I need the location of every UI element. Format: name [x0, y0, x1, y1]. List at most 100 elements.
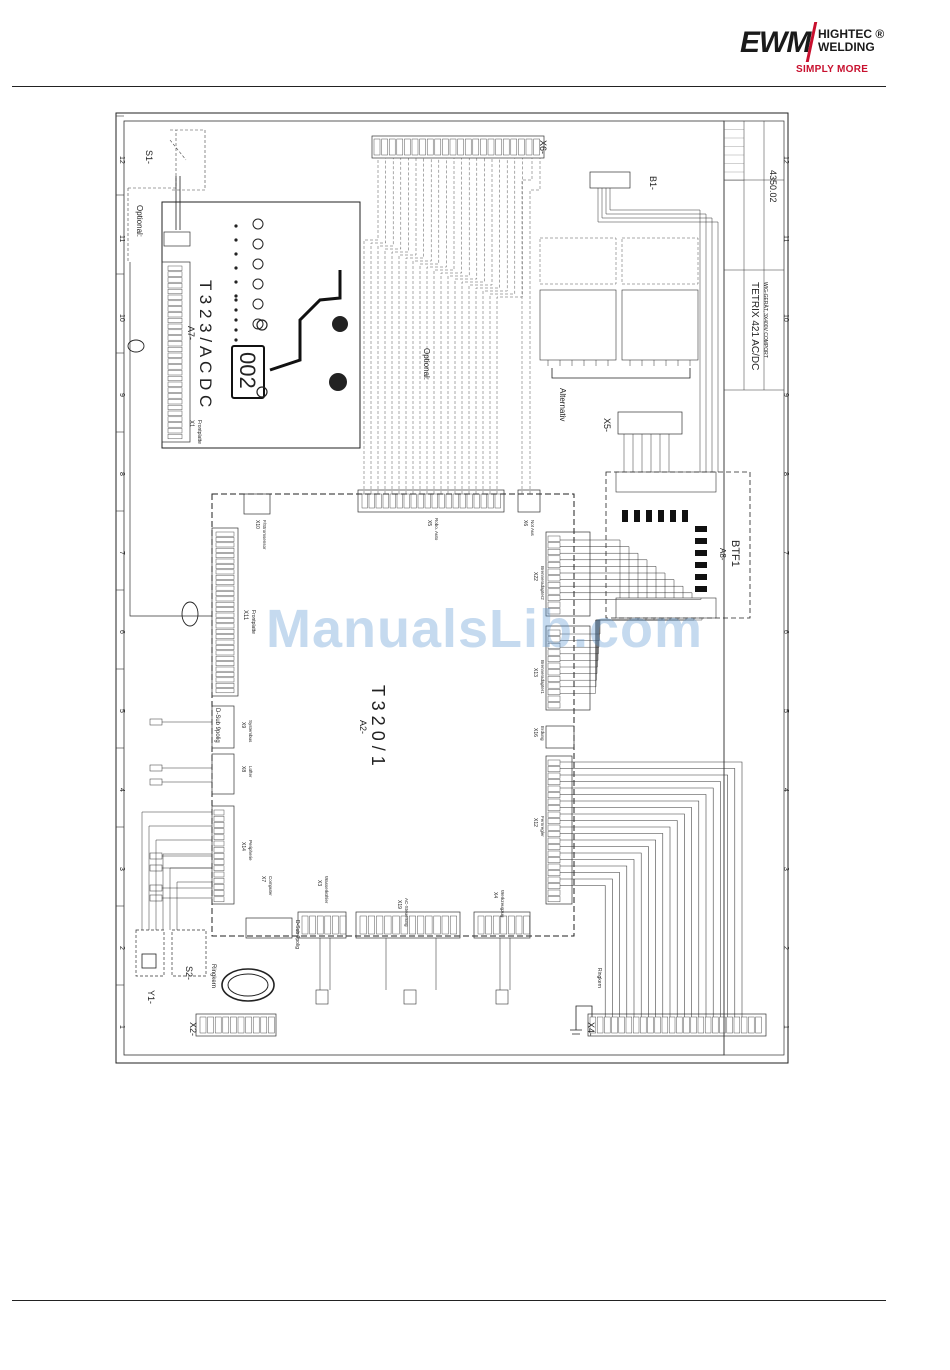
product-title: TETRIX 421 AC/DC [749, 282, 760, 370]
grid-number: 1 [118, 1025, 125, 1029]
b1-label: B1- [648, 176, 658, 190]
x7-label: X7 [260, 876, 266, 882]
ringkern-a8-label: Ringkern [596, 968, 602, 988]
bottom-left-components: Ringkern X2- Y1- S2- Ringkern X4- [135, 929, 767, 1037]
x6-label: X6- [538, 140, 548, 154]
grid-number: 2 [782, 946, 789, 950]
outer-frame [115, 112, 789, 1064]
x12-label: X12 [532, 818, 538, 827]
x6c-label: X6 [522, 520, 528, 526]
grid-number: 11 [118, 235, 125, 242]
grid-number: 8 [782, 472, 789, 476]
header-rule [12, 86, 886, 87]
x10-label: X10 [254, 520, 260, 529]
grid-number: 11 [782, 235, 789, 242]
x8-label: X8 [240, 766, 246, 772]
x1-label: X1 [188, 420, 194, 428]
x4c-label: X4 [492, 892, 498, 898]
x19-sub: AC-Steuerung [404, 898, 409, 927]
x9-dsub: D-Sub 9polig [214, 708, 220, 743]
optional-switch-s1: Optional: S1- [127, 129, 206, 262]
x1-sub: Frontplatte [196, 420, 202, 444]
x11-label: X11 [242, 610, 248, 621]
title-block: 4350.02 TETRIX 421 AC/DC WIG-GERÄT, 3X40… [723, 120, 785, 1056]
grid-number: 10 [118, 314, 125, 322]
main-board-a2: A2- T 3 2 0 / 1 X11 Frontplatte X10 F/St… [199, 138, 762, 1034]
alternativ-label: Alternativ [558, 388, 567, 421]
s1-label: S1- [144, 150, 154, 164]
s2-label: S2- [184, 966, 194, 980]
optional-wiring [363, 158, 541, 494]
x3-sub: Wasserkühler [324, 876, 329, 904]
grid-number: 4 [782, 788, 789, 792]
logo-brand: EWM [740, 26, 811, 59]
grid-number: 4 [118, 788, 125, 792]
x16-label: X16 [532, 728, 538, 737]
signal-wires [127, 188, 743, 1035]
front-panel-a7: 002 A7- T 3 2 3 / A C D C X1 Frontplatte [161, 201, 361, 449]
grid-number: 5 [118, 709, 125, 713]
drawing-number: 4350.02 [768, 170, 778, 203]
grid-number: 3 [118, 867, 125, 871]
y1-label: Y1- [146, 990, 156, 1004]
grid-number: 9 [118, 393, 125, 397]
grid-number: 7 [782, 551, 789, 555]
x5c-label: X5 [426, 520, 432, 526]
x14-label: X14 [240, 842, 246, 851]
alternativ-blocks: Alternativ X5- B1- [539, 171, 699, 435]
grid-number: 7 [118, 551, 125, 555]
optional-top-label: Optional: [135, 205, 144, 237]
x13-sub: Brenneradapter1 [540, 660, 545, 694]
a7-display: 002 [235, 352, 260, 389]
grid-number: 12 [118, 156, 125, 164]
x8-sub: Lüfter [248, 766, 253, 778]
grid-number: 5 [782, 709, 789, 713]
x4c-sub: Werkzeugzug [500, 890, 505, 918]
x10-sub: F/Stromsensor [262, 520, 267, 550]
grid-number: 9 [782, 393, 789, 397]
grid-number: 12 [782, 156, 789, 164]
product-subtitle: WIG-GERÄT, 3X400V COMPORT [762, 282, 769, 358]
x12-sub: Fernregler [540, 816, 545, 837]
x22-label: X22 [532, 572, 538, 581]
watermark: ManualsLib.com [266, 599, 704, 659]
x19-label: X19 [396, 900, 402, 909]
x2-label: X2- [188, 1022, 198, 1036]
x4-label: X4- [586, 1022, 596, 1036]
logo-tagline: SIMPLY MORE [796, 64, 869, 75]
a7-model: T 3 2 3 / A C D C [196, 280, 215, 407]
filter-a8-btf1: A8- BTF1 [605, 471, 751, 619]
grid-number: 6 [782, 630, 789, 634]
x14-sub: Peripherie [248, 840, 253, 861]
btf1-label: BTF1 [729, 540, 741, 567]
x9-label: X9 [240, 722, 246, 728]
ringkern-label: Ringkern [210, 964, 216, 988]
x22-sub: Brenneradapter2 [540, 566, 545, 600]
x11-sub: Frontplatte [250, 610, 256, 634]
x13-label: X13 [532, 668, 538, 677]
optional-mid-label: Optional: [422, 348, 431, 380]
footer-rule [12, 1300, 886, 1301]
grid-number: 2 [118, 946, 125, 950]
a2-model: T 3 2 0 / 1 [368, 685, 388, 766]
grid-number: 1 [782, 1025, 789, 1029]
a8-label: A8- [718, 548, 727, 561]
grid-number: 6 [118, 630, 125, 634]
x7-sub: Computer [268, 876, 273, 896]
x16-sub: Erdung [540, 726, 545, 741]
x9-sub: Systembus [248, 720, 253, 743]
a7-label: A7- [186, 326, 196, 340]
x7-dsub: D-Sub 9polig [294, 920, 300, 949]
ewm-logo: EWM HIGHTEC ®WELDING SIMPLY MORE [740, 18, 890, 78]
a2-label: A2- [358, 720, 368, 734]
grid-number: 8 [118, 472, 125, 476]
x5-label: X5- [602, 418, 612, 432]
logo-hightec: HIGHTEC ®WELDING [818, 27, 885, 54]
x6c-sub: Not Aus [530, 520, 535, 537]
x5c-sub: Robo. Auto [434, 518, 439, 541]
x3-label: X3 [316, 880, 322, 886]
grid-number: 3 [782, 867, 789, 871]
grid-number: 10 [782, 314, 789, 322]
